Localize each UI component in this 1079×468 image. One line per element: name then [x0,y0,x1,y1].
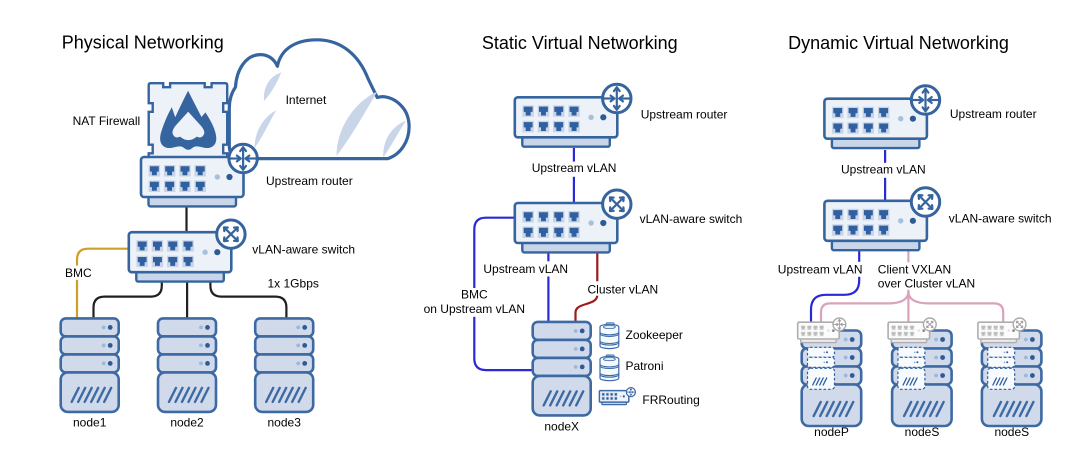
svg-text:over Cluster vLAN: over Cluster vLAN [878,276,975,290]
svg-text:vLAN-aware switch: vLAN-aware switch [949,212,1052,226]
svg-text:Cluster vLAN: Cluster vLAN [588,283,659,297]
svg-text:1x 1Gbps: 1x 1Gbps [268,277,319,291]
svg-text:nodeS: nodeS [905,425,940,439]
svg-text:Dynamic Virtual Networking: Dynamic Virtual Networking [788,33,1009,53]
svg-text:NAT Firewall: NAT Firewall [73,114,141,128]
svg-text:node1: node1 [73,415,107,429]
svg-text:Upstream vLAN: Upstream vLAN [532,161,617,175]
svg-text:BMC: BMC [461,288,488,302]
svg-text:on Upstream vLAN: on Upstream vLAN [424,302,525,316]
svg-text:Zookeeper: Zookeeper [626,328,683,342]
svg-text:FRRouting: FRRouting [642,393,699,407]
svg-text:node3: node3 [268,415,302,429]
svg-text:Upstream vLAN: Upstream vLAN [483,262,568,276]
svg-text:nodeX: nodeX [544,419,579,433]
svg-text:Static Virtual Networking: Static Virtual Networking [482,33,678,53]
svg-text:nodeP: nodeP [814,425,849,439]
svg-text:vLAN-aware switch: vLAN-aware switch [252,242,355,256]
svg-text:vLAN-aware switch: vLAN-aware switch [640,212,743,226]
svg-text:Upstream vLAN: Upstream vLAN [778,262,863,276]
svg-text:Upstream vLAN: Upstream vLAN [841,162,926,176]
svg-text:node2: node2 [170,415,204,429]
svg-text:Upstream router: Upstream router [950,107,1037,121]
svg-text:Patroni: Patroni [626,359,664,373]
svg-text:Internet: Internet [286,93,327,107]
svg-text:Upstream router: Upstream router [266,174,353,188]
svg-text:nodeS: nodeS [994,425,1029,439]
svg-text:Client VXLAN: Client VXLAN [878,262,951,276]
svg-text:BMC: BMC [65,266,92,280]
svg-text:Upstream router: Upstream router [641,108,728,122]
svg-text:Physical Networking: Physical Networking [62,32,224,52]
